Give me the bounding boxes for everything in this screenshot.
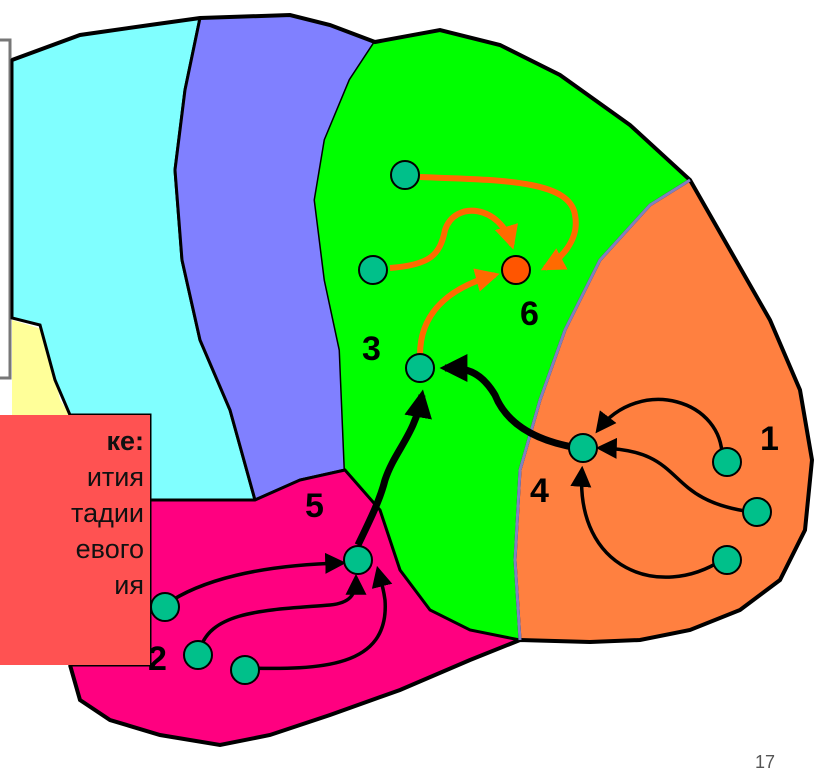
callout-line-2: ития: [0, 459, 150, 495]
callout-line-5: ия: [0, 567, 150, 603]
label-6: 6: [520, 295, 539, 333]
node-4: [569, 434, 597, 462]
callout-line-4: евого: [0, 531, 150, 567]
left-panel-frame: [0, 40, 10, 378]
callout-line-1: ке:: [0, 423, 150, 459]
node-3: [406, 354, 434, 382]
node-2c: [231, 656, 259, 684]
label-5: 5: [305, 487, 324, 525]
label-3: 3: [362, 330, 381, 368]
label-2: 2: [148, 640, 167, 678]
node-5: [344, 546, 372, 574]
node-6: [502, 256, 530, 284]
label-1: 1: [760, 420, 779, 458]
callout-line-3: тадии: [0, 495, 150, 531]
page-number: 17: [755, 752, 775, 771]
node-2a: [151, 593, 179, 621]
node-2b: [184, 641, 212, 669]
node-green-top: [391, 161, 419, 189]
node-green-left: [359, 256, 387, 284]
node-1c: [713, 546, 741, 574]
callout-box: ке: ития тадии евого ия: [0, 415, 150, 665]
node-1b: [743, 498, 771, 526]
node-1a: [713, 448, 741, 476]
label-4: 4: [530, 472, 549, 510]
